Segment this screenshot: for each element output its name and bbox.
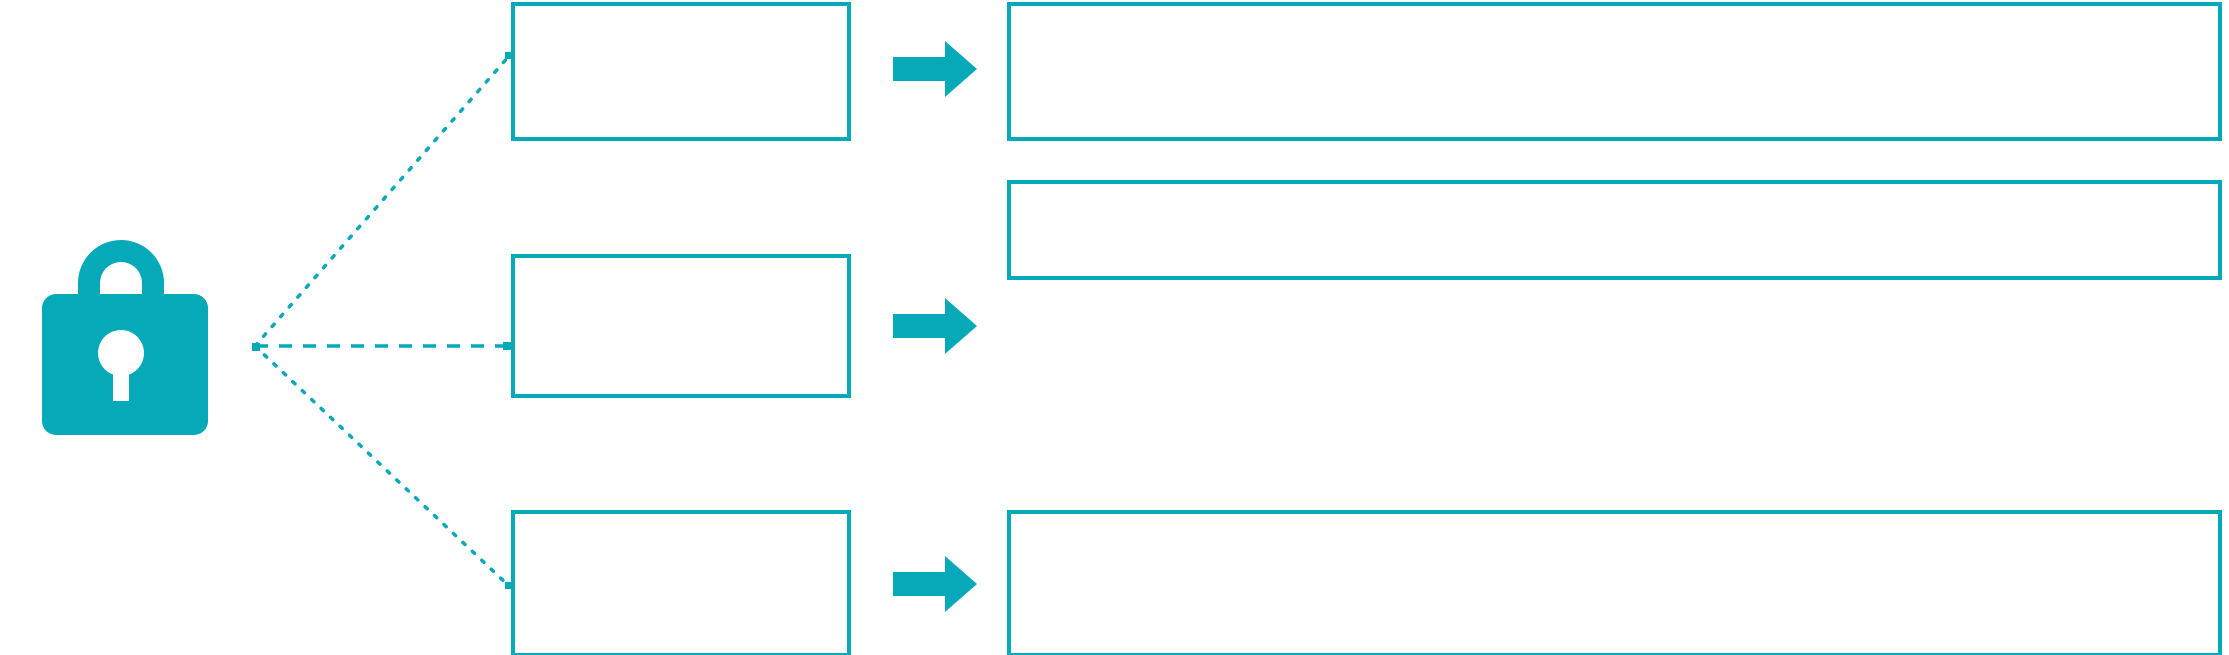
row-1-group — [511, 2, 2222, 141]
connector-group — [252, 52, 512, 589]
row-1-arrow-right-icon — [893, 41, 977, 97]
connector-endpoint-row-3 — [505, 582, 512, 589]
connector-endpoint-row-2 — [503, 342, 511, 350]
row-1-left-box[interactable] — [511, 2, 851, 141]
row-3-group — [511, 510, 2222, 655]
row-2-group — [511, 180, 2222, 398]
connector-origin-node — [252, 343, 260, 351]
connector-endpoint-row-1 — [505, 52, 512, 59]
row-3-arrow-right-icon — [893, 556, 977, 612]
row-2-right-box[interactable] — [1007, 180, 2222, 280]
row-2-arrow-right-icon — [893, 298, 977, 354]
lock-shackle — [78, 240, 164, 300]
lock-keyhole-stem — [113, 353, 129, 401]
row-3-right-box[interactable] — [1007, 510, 2222, 655]
row-2-left-box[interactable] — [511, 254, 851, 398]
row-3-left-box[interactable] — [511, 510, 851, 655]
connector-row-3 — [253, 344, 511, 588]
row-1-right-box[interactable] — [1007, 2, 2222, 141]
lock-icon[interactable] — [42, 240, 208, 435]
connector-row-1 — [253, 54, 511, 348]
